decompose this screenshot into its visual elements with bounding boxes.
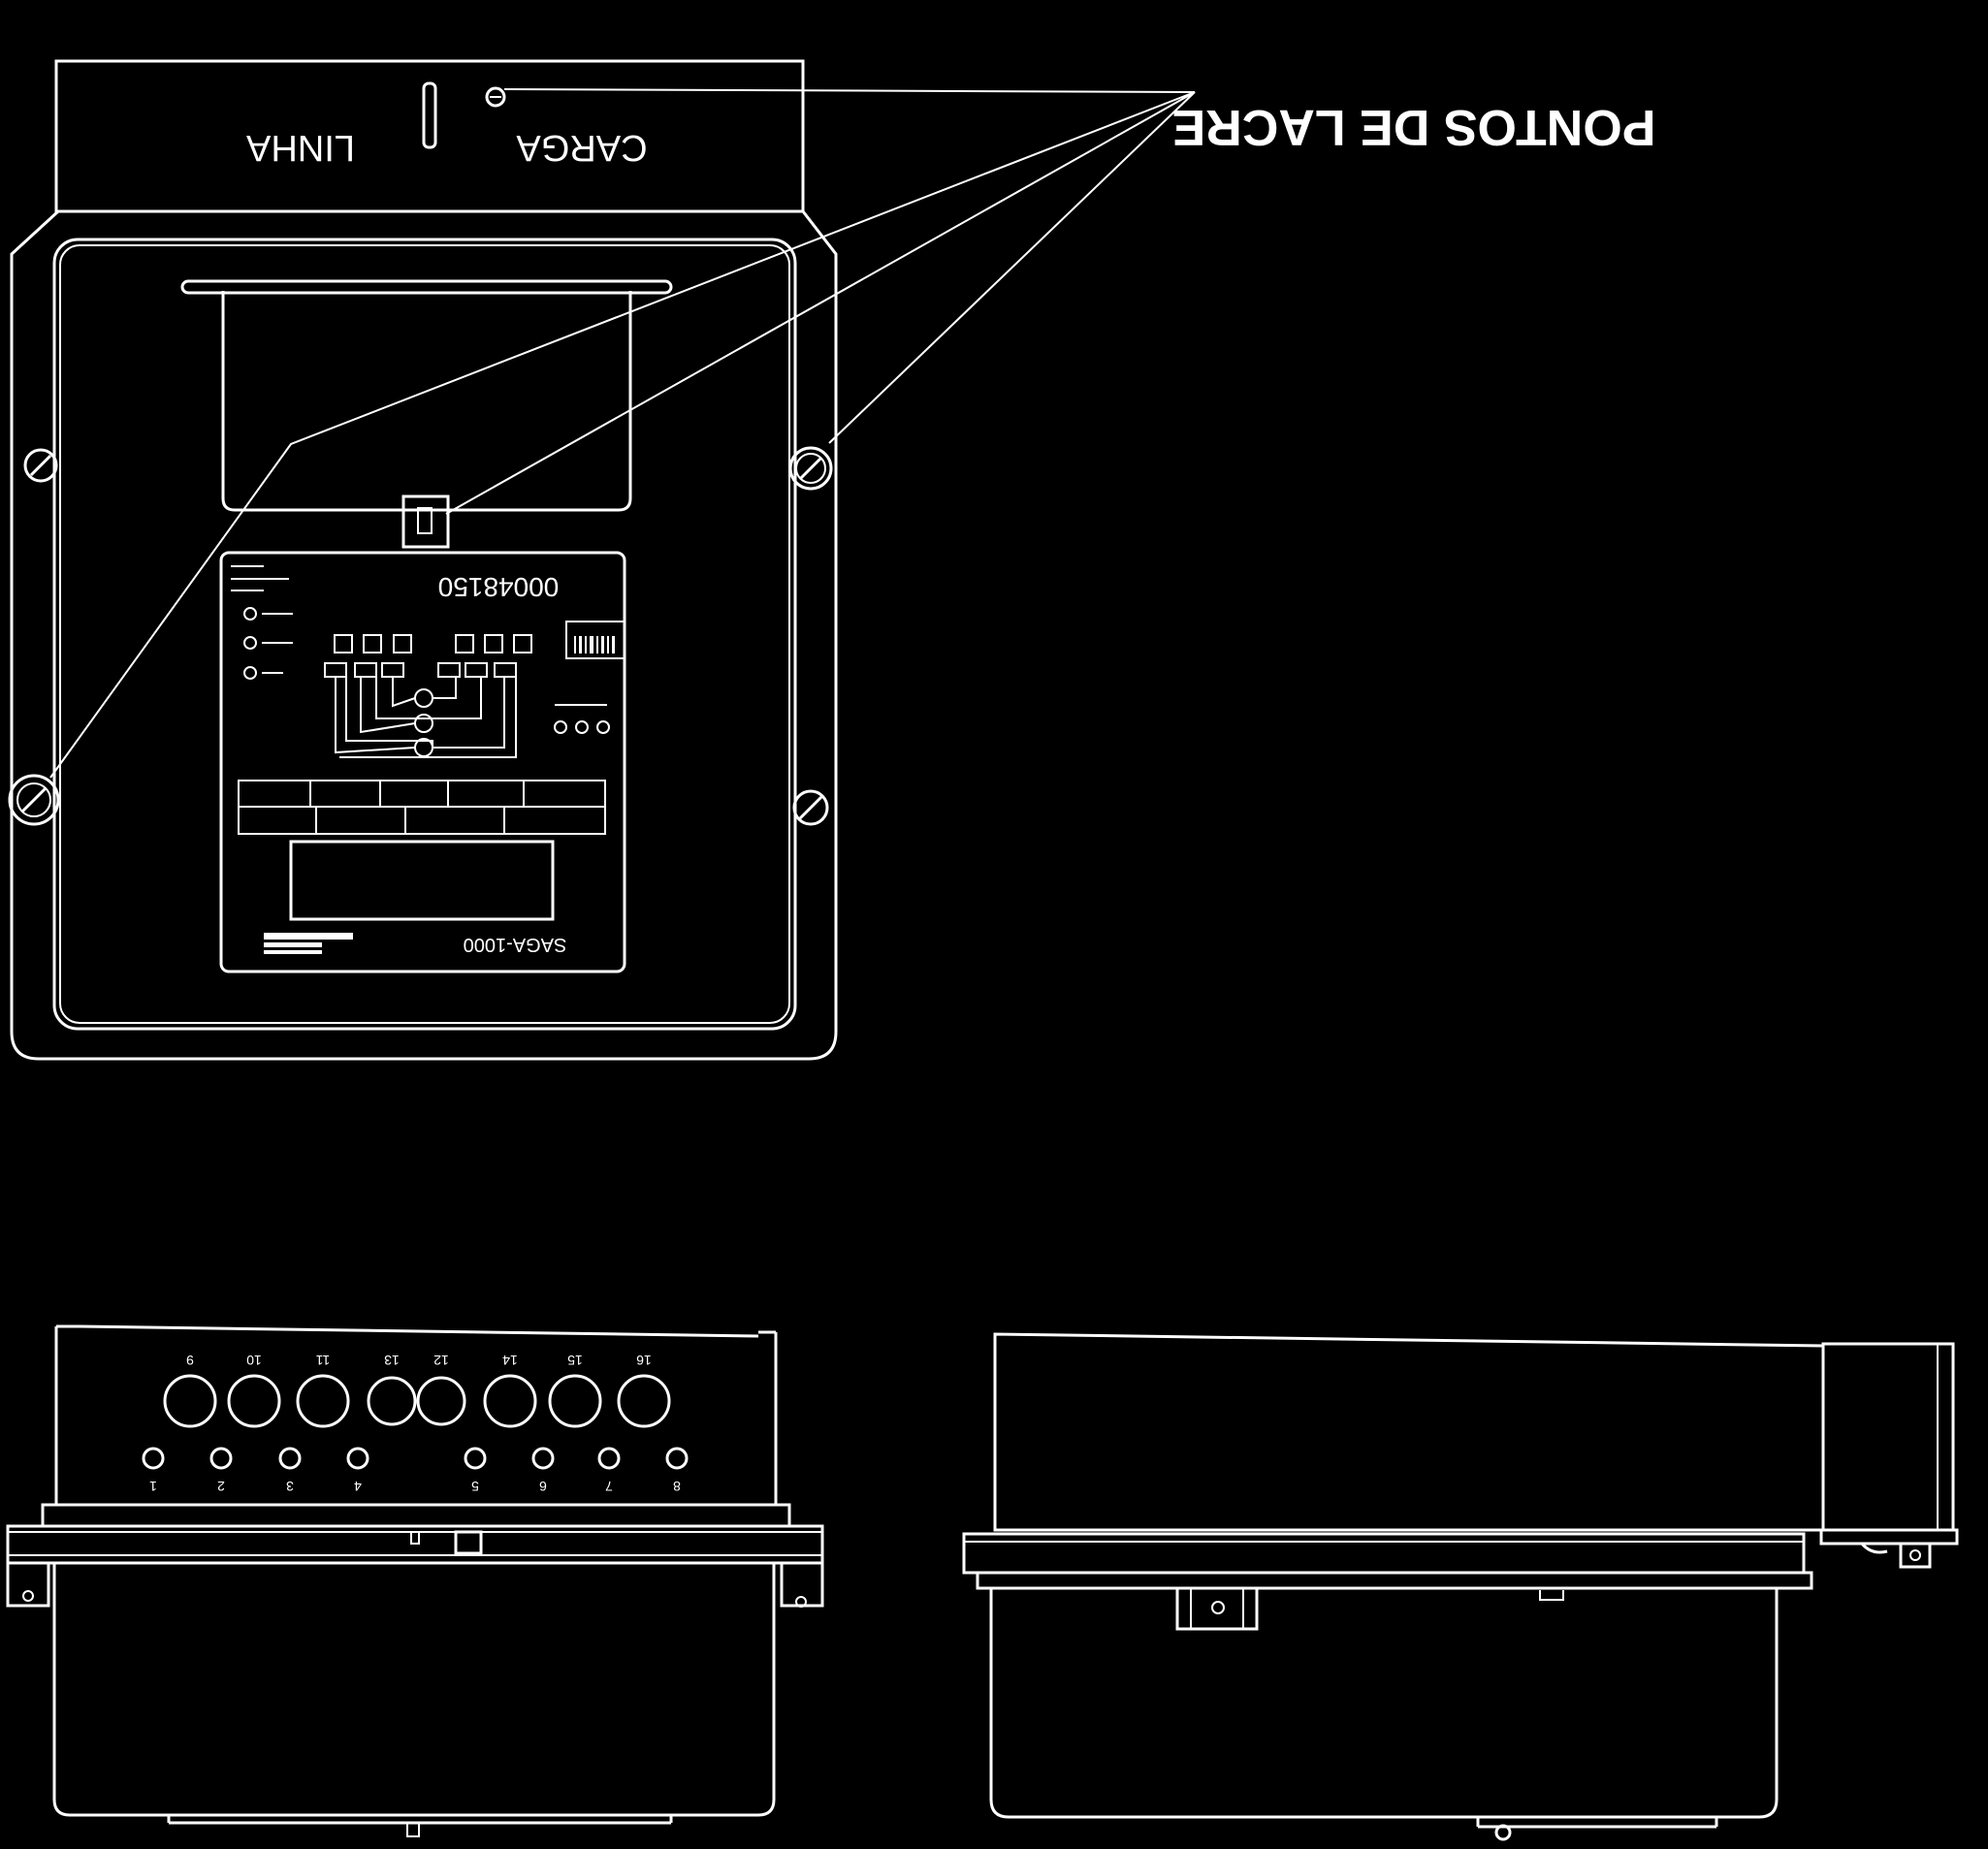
barcode	[574, 636, 615, 654]
terminal-number-6: 6	[539, 1479, 547, 1494]
carga-label: CARGA	[516, 127, 648, 168]
barcode-box	[565, 621, 625, 659]
nameplate-serial: 00048150	[438, 572, 560, 602]
wiring-diagram	[324, 634, 532, 758]
terminal-hole-12	[416, 1376, 466, 1426]
terminal-number-4: 4	[354, 1479, 362, 1494]
test-terminals	[554, 704, 610, 734]
terminal-block-view: 9 10 11 13 12 14 15 16 1 2 3 4 5 6 7 8	[6, 1324, 824, 1837]
terminal-hole-14	[483, 1374, 537, 1428]
manufacturer-logo	[264, 933, 353, 954]
indicator-leds	[243, 607, 293, 680]
base-body-right	[989, 1588, 1779, 1819]
base-body-left	[52, 1563, 776, 1817]
display-window	[221, 291, 632, 512]
terminal-pin-5	[464, 1447, 487, 1470]
terminal-hole-9	[163, 1374, 217, 1428]
terminal-number-2: 2	[217, 1479, 225, 1494]
terminal-number-13: 13	[384, 1353, 400, 1368]
seal-points-callout: PONTOS DE LACRE	[49, 88, 1656, 779]
nameplate-blank-panel	[289, 840, 555, 921]
front-view: LINHA CARGA 00048150 SAGA-1000	[8, 59, 838, 1061]
terminal-number-7: 7	[605, 1479, 613, 1494]
nameplate	[219, 551, 626, 973]
nameplate-header-lines	[231, 565, 289, 591]
flange-top	[41, 1503, 791, 1528]
mount-ear-left	[6, 1561, 50, 1608]
terminal-hole-16	[617, 1374, 671, 1428]
screw-upper-right	[788, 446, 833, 491]
terminal-number-3: 3	[286, 1479, 294, 1494]
side-bracket	[1175, 1586, 1259, 1631]
display-rail	[180, 279, 673, 295]
seal-points-label: PONTOS DE LACRE	[1172, 99, 1656, 155]
side-view	[962, 1332, 1959, 1841]
terminal-number-11: 11	[316, 1353, 331, 1368]
side-flange	[962, 1532, 1806, 1575]
divider-slot	[422, 81, 437, 149]
terminal-pin-8	[665, 1447, 689, 1470]
mount-ear-right	[780, 1561, 824, 1608]
nameplate-model: SAGA-1000	[464, 934, 567, 955]
terminal-pin-4	[346, 1447, 369, 1470]
meter-body-outline	[10, 209, 838, 1061]
terminal-number-15: 15	[567, 1353, 583, 1368]
linha-label: LINHA	[245, 127, 355, 168]
terminal-pin-2	[209, 1447, 233, 1470]
terminal-pin-1	[142, 1447, 165, 1470]
center-seal-tab	[401, 494, 450, 549]
side-cover	[993, 1332, 1825, 1532]
side-terminal-cover	[1821, 1342, 1955, 1532]
screw-lower-right	[792, 789, 829, 826]
terminal-number-10: 10	[246, 1353, 262, 1368]
terminal-pin-6	[531, 1447, 555, 1470]
terminal-number-14: 14	[502, 1353, 518, 1368]
nameplate-data-table	[238, 780, 606, 835]
terminal-number-5: 5	[471, 1479, 479, 1494]
terminal-hole-11	[296, 1374, 350, 1428]
terminal-number-1: 1	[149, 1479, 157, 1494]
cover-seal-screw	[485, 86, 506, 108]
terminal-hole-10	[227, 1374, 281, 1428]
terminal-number-16: 16	[636, 1353, 652, 1368]
meter-window	[52, 238, 797, 1031]
screw-lower-left	[8, 774, 60, 826]
terminal-number-12: 12	[433, 1353, 449, 1368]
terminal-hole-13	[367, 1376, 417, 1426]
terminal-number-8: 8	[673, 1479, 681, 1494]
terminal-hole-15	[548, 1374, 602, 1428]
flange-mount	[6, 1524, 824, 1565]
terminal-number-9: 9	[186, 1353, 194, 1368]
terminal-pin-3	[278, 1447, 302, 1470]
screw-upper-left	[23, 448, 58, 483]
terminal-pin-7	[597, 1447, 621, 1470]
